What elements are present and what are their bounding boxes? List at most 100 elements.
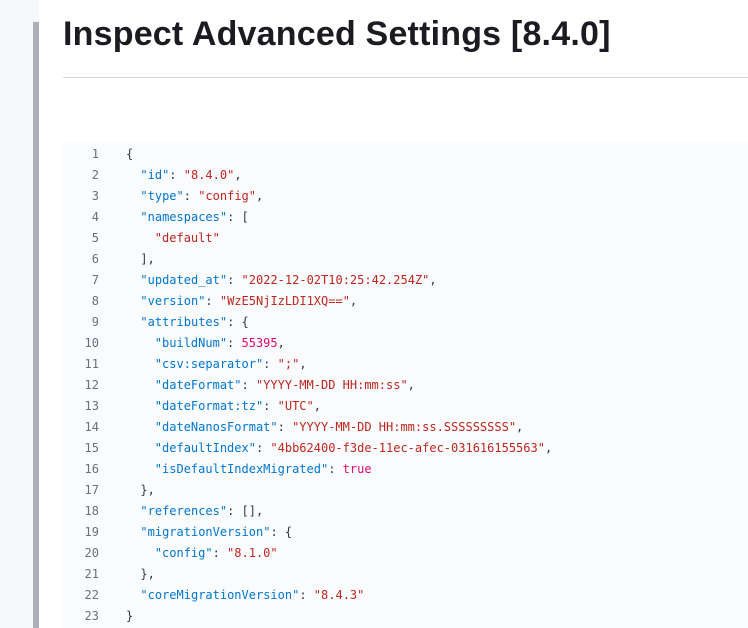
line-number: 12 — [84, 378, 99, 392]
json-string-value: ";" — [277, 357, 300, 371]
code-content: "dateFormat:tz": "UTC", — [155, 396, 321, 417]
json-key: "version" — [140, 294, 206, 308]
code-content: "buildNum": 55395, — [155, 333, 285, 354]
code-line: 15 "defaultIndex": "4bb62400-f3de-11ec-af… — [63, 438, 748, 459]
json-punctuation: : — [227, 336, 242, 350]
json-punctuation: : — [255, 441, 271, 455]
line-number: 15 — [84, 441, 99, 455]
json-punctuation: ], — [140, 252, 155, 266]
json-punctuation: : [], — [227, 504, 264, 518]
json-punctuation: : { — [270, 525, 293, 539]
json-key: "updated_at" — [140, 273, 228, 287]
line-number: 5 — [91, 231, 99, 245]
code-line: 12 "dateFormat": "YYYY-MM-DD HH:mm:ss", — [63, 375, 748, 396]
code-content: "references": [], — [140, 501, 263, 522]
json-punctuation: , — [407, 378, 415, 392]
code-line: 16 "isDefaultIndexMigrated": true — [63, 459, 748, 480]
json-string-value: "YYYY-MM-DD HH:mm:ss" — [255, 378, 408, 392]
code-line: 8"version": "WzE5NjIzLDI1XQ==", — [63, 291, 748, 312]
json-punctuation: , — [313, 399, 321, 413]
json-punctuation: : — [212, 546, 228, 560]
json-literal-value: 55395 — [241, 336, 278, 350]
json-punctuation: : — [277, 420, 293, 434]
code-content: "dateNanosFormat": "YYYY-MM-DD HH:mm:ss.… — [155, 417, 523, 438]
line-number: 21 — [84, 567, 99, 581]
line-number: 20 — [84, 546, 99, 560]
code-content: "migrationVersion": { — [140, 522, 292, 543]
json-punctuation: : — [169, 168, 184, 182]
code-line: 11 "csv:separator": ";", — [63, 354, 748, 375]
line-number: 23 — [84, 609, 99, 623]
line-number: 2 — [91, 168, 99, 182]
json-punctuation: : — [183, 189, 199, 203]
json-punctuation: , — [349, 294, 358, 308]
line-number: 11 — [84, 357, 99, 371]
json-punctuation: : — [241, 378, 256, 392]
json-punctuation: : — [263, 357, 278, 371]
code-content: } — [126, 606, 133, 627]
code-line: 1{ — [63, 144, 748, 165]
code-line: 17}, — [63, 480, 748, 501]
line-number: 13 — [84, 399, 99, 413]
line-number: 4 — [91, 210, 99, 224]
code-content: "csv:separator": ";", — [155, 354, 307, 375]
json-string-value: "UTC" — [277, 399, 314, 413]
code-content: "default" — [155, 228, 220, 249]
json-code-block[interactable]: 1{2"id": "8.4.0",3"type": "config",4"nam… — [63, 143, 748, 628]
code-line: 9"attributes": { — [63, 312, 748, 333]
json-string-value: "default" — [154, 231, 220, 245]
code-line: 5 "default" — [63, 228, 748, 249]
json-string-value: "YYYY-MM-DD HH:mm:ss.SSSSSSSSS" — [292, 420, 517, 434]
json-string-value: "8.4.3" — [313, 588, 365, 602]
json-key: "dateFormat" — [154, 378, 242, 392]
code-line: 14 "dateNanosFormat": "YYYY-MM-DD HH:mm:s… — [63, 417, 748, 438]
code-line: 22"coreMigrationVersion": "8.4.3" — [63, 585, 748, 606]
page-title: Inspect Advanced Settings [8.4.0] — [63, 15, 611, 53]
code-content: "version": "WzE5NjIzLDI1XQ==", — [140, 291, 357, 312]
code-content: "isDefaultIndexMigrated": true — [155, 459, 372, 480]
line-number: 7 — [91, 273, 99, 287]
json-punctuation: } — [126, 609, 134, 623]
json-key: "migrationVersion" — [140, 525, 271, 539]
json-punctuation: , — [544, 441, 553, 455]
json-punctuation: , — [299, 357, 307, 371]
json-string-value: "2022-12-02T10:25:42.254Z" — [241, 273, 430, 287]
code-line: 21}, — [63, 564, 748, 585]
json-punctuation: , — [234, 168, 242, 182]
json-punctuation: , — [256, 189, 264, 203]
json-punctuation: : — [328, 462, 343, 476]
json-key: "namespaces" — [140, 210, 228, 224]
json-punctuation: : — [299, 588, 314, 602]
json-string-value: "4bb62400-f3de-11ec-afec-031616155563" — [270, 441, 545, 455]
json-punctuation: , — [429, 273, 437, 287]
json-key: "references" — [140, 504, 228, 518]
code-line: 18"references": [], — [63, 501, 748, 522]
json-punctuation: , — [277, 336, 285, 350]
json-punctuation: : — [263, 399, 278, 413]
json-punctuation: : [ — [227, 210, 249, 224]
json-key: "csv:separator" — [154, 357, 264, 371]
json-punctuation: : — [205, 294, 220, 308]
json-key: "defaultIndex" — [154, 441, 256, 455]
json-punctuation: : { — [227, 315, 249, 329]
json-key: "coreMigrationVersion" — [140, 588, 300, 602]
code-content: "coreMigrationVersion": "8.4.3" — [140, 585, 364, 606]
code-line: 13 "dateFormat:tz": "UTC", — [63, 396, 748, 417]
json-literal-value: true — [342, 462, 372, 476]
code-line: 23} — [63, 606, 748, 627]
json-key: "id" — [140, 168, 170, 182]
json-string-value: "config" — [198, 189, 256, 203]
code-line: 20"config": "8.1.0" — [63, 543, 748, 564]
code-line: 19"migrationVersion": { — [63, 522, 748, 543]
json-key: "dateNanosFormat" — [154, 420, 278, 434]
line-number: 16 — [84, 462, 99, 476]
code-line: 6], — [63, 249, 748, 270]
line-number: 14 — [84, 420, 99, 434]
code-line: 2"id": "8.4.0", — [63, 165, 748, 186]
code-line: 10"buildNum": 55395, — [63, 333, 748, 354]
code-line: 7"updated_at": "2022-12-02T10:25:42.254Z… — [63, 270, 748, 291]
code-content: "dateFormat": "YYYY-MM-DD HH:mm:ss", — [155, 375, 415, 396]
line-number: 9 — [91, 315, 99, 329]
json-key: "isDefaultIndexMigrated" — [154, 462, 329, 476]
code-line: 4 "namespaces": [ — [63, 207, 748, 228]
